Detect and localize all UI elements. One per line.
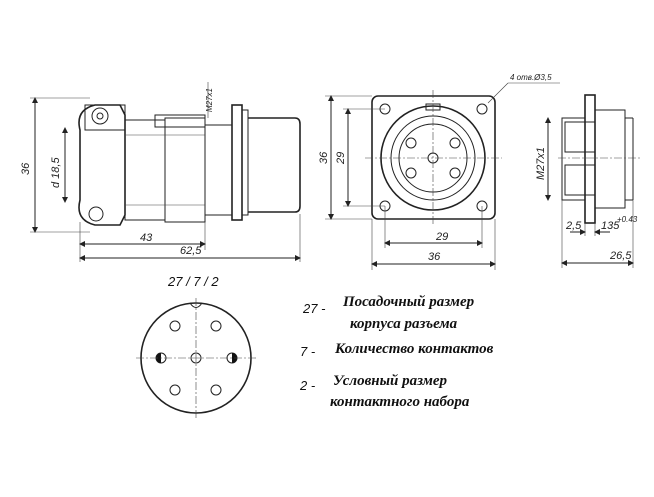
legend-code-1: 27 - (302, 301, 326, 316)
front-width-outer-label: 36 (428, 251, 441, 263)
legend: 27 - Посадочный размер корпуса разъема 7… (299, 294, 494, 410)
contact-3-fill (156, 353, 161, 363)
front-view: 4 отв.Ø3,5 36 29 29 36 (318, 73, 560, 270)
contact-1 (169, 320, 181, 332)
right-tolerance-sup-label: +0.43 (617, 215, 638, 224)
side-length-total-label: 62,5 (180, 245, 202, 257)
side-diameter-label: d 18,5 (50, 157, 62, 188)
legend-line-2a: Количество контактов (334, 341, 494, 357)
right-gap-label: 2,5 (565, 220, 582, 232)
legend-line-3b: контактного набора (330, 394, 470, 410)
contact-layout: 27 / 7 / 2 (136, 274, 256, 418)
side-thread-label: M27x1 (205, 88, 214, 112)
right-tolerance-main-label: 135 (601, 220, 620, 232)
front-height-inner-label: 29 (335, 152, 347, 165)
legend-code-3: 2 - (299, 378, 316, 393)
side-height-label: 36 (20, 162, 32, 175)
contact-4 (190, 352, 202, 364)
right-thread-label: M27x1 (535, 147, 547, 180)
legend-line-1a: Посадочный размер (342, 294, 475, 310)
front-width-inner-label: 29 (435, 231, 448, 243)
hole-callout-label: 4 отв.Ø3,5 (510, 73, 552, 82)
code-title: 27 / 7 / 2 (167, 274, 219, 289)
front-height-outer-label: 36 (318, 151, 330, 164)
contact-6 (169, 384, 181, 396)
legend-line-3a: Условный размер (333, 373, 448, 389)
right-view: M27x1 2,5 135 +0.43 26,5 (535, 94, 640, 268)
right-width-label: 26,5 (609, 250, 632, 262)
contact-2 (210, 320, 222, 332)
side-length-short-label: 43 (140, 232, 153, 244)
legend-code-2: 7 - (300, 344, 316, 359)
legend-line-1b: корпуса разъема (350, 316, 458, 332)
side-view: 36 d 18,5 M27x1 43 62,5 (20, 82, 301, 262)
contact-7 (210, 384, 222, 396)
